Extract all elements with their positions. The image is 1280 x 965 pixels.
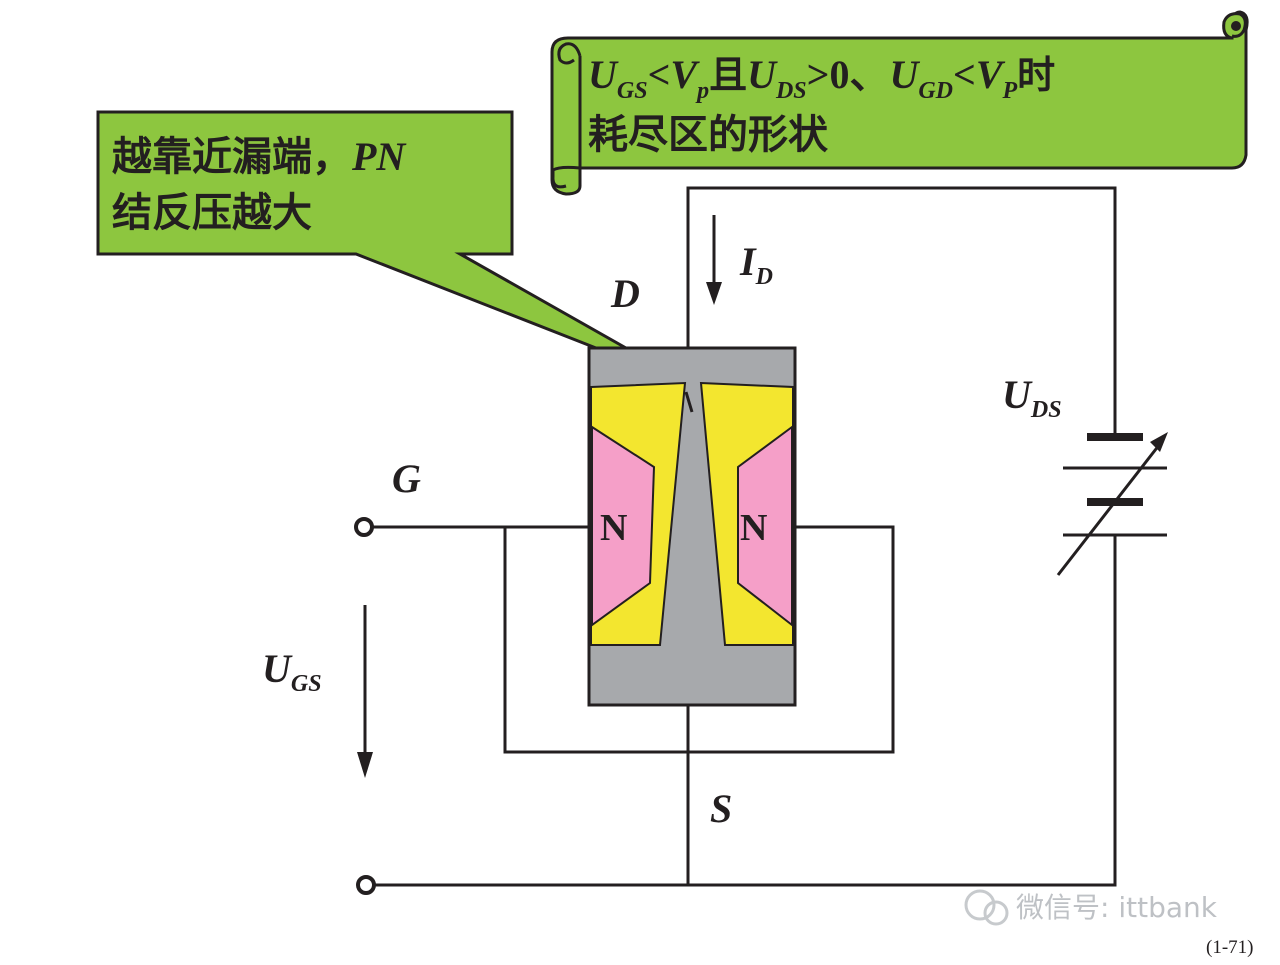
bottom-rail-wire <box>372 535 1117 887</box>
variable-arrow-line <box>1056 439 1165 576</box>
scroll-banner: UGS<Vp且UDS>0、UGD<VP时 耗尽区的形状 <box>550 10 1249 196</box>
uds-label: UDS <box>1002 372 1062 423</box>
ugs-label: UGS <box>262 646 322 697</box>
ugs-arrow <box>357 605 373 778</box>
gate-loop-wire <box>503 525 895 754</box>
callout-box <box>96 110 694 388</box>
callout-line2: 结反压越大 <box>112 190 312 236</box>
battery-uds <box>1056 405 1168 576</box>
gate-terminal <box>354 517 374 537</box>
page-number: (1-71) <box>1206 937 1253 958</box>
circuit-wires <box>372 186 1117 887</box>
callout: 越靠近漏端，PN 结反压越大 <box>96 110 694 388</box>
scroll-curl-left <box>557 42 582 65</box>
watermark: 微信号: ittbank <box>964 889 1218 926</box>
n-right-label: N <box>740 507 767 549</box>
banner-line2: 耗尽区的形状 <box>588 112 829 158</box>
id-label: ID <box>739 239 773 290</box>
variable-arrow-head <box>1150 432 1168 452</box>
n-region-left <box>591 425 656 627</box>
scroll-curl-dot-top <box>1231 21 1241 31</box>
wechat-icon <box>964 889 996 921</box>
callout-line1: 越靠近漏端，PN <box>112 134 407 180</box>
drain-wire <box>686 186 1117 405</box>
source-terminal <box>356 875 376 895</box>
gate-label: G <box>392 456 421 501</box>
source-label: S <box>710 786 732 831</box>
n-left-label: N <box>600 507 627 549</box>
id-arrow <box>706 215 722 305</box>
drain-label: D <box>610 271 640 316</box>
n-region-right <box>737 425 793 628</box>
jfet-body: N N <box>587 346 797 707</box>
banner-line1: UGS<Vp且UDS>0、UGD<VP时 <box>588 52 1055 104</box>
pinch-off-mark <box>684 391 694 413</box>
scroll-body <box>550 10 1249 196</box>
watermark-text: 微信号: ittbank <box>1016 891 1218 924</box>
